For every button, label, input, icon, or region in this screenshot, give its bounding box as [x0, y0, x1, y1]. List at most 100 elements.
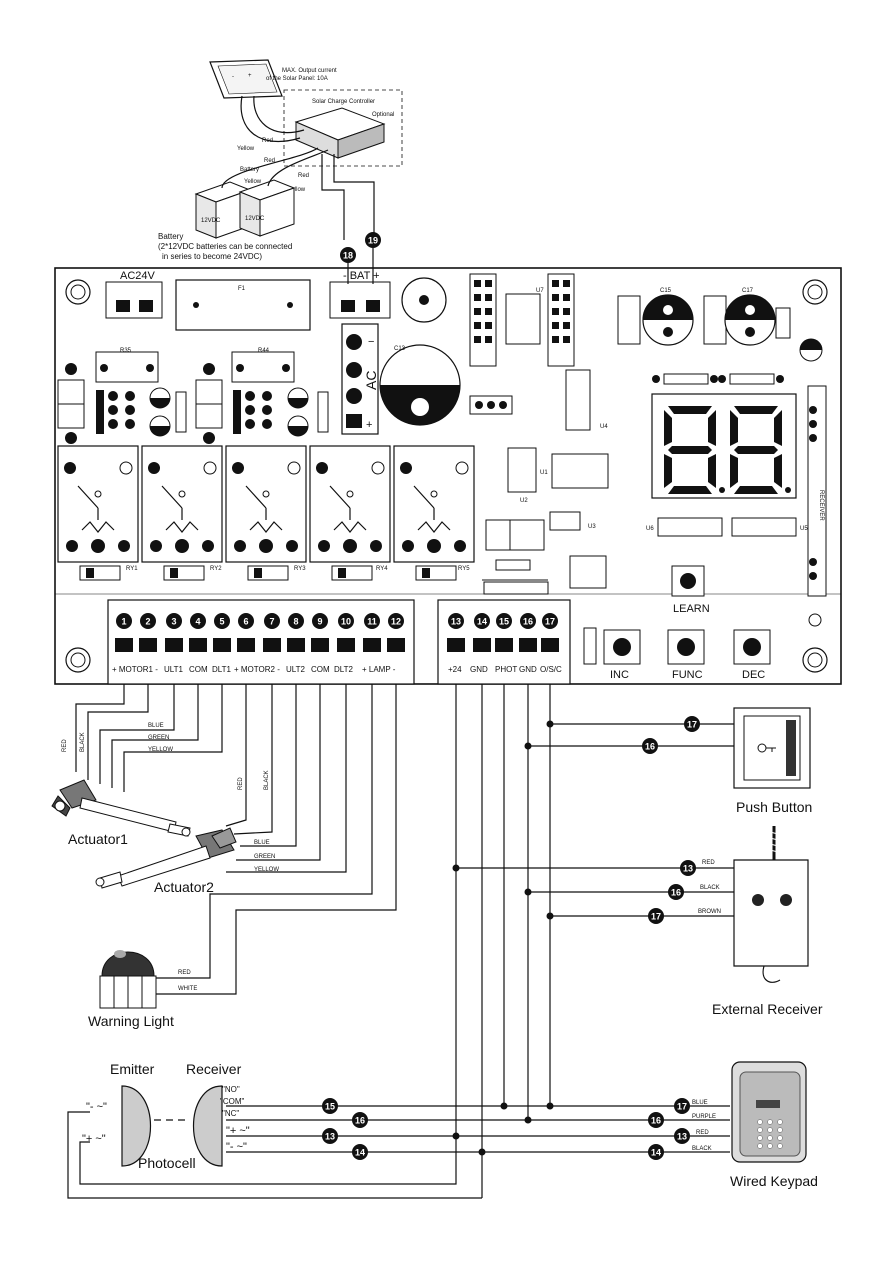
kp-badge-1-circle	[648, 1112, 664, 1128]
rx-badge-0-circle	[680, 860, 696, 876]
photocell-device	[121, 1085, 223, 1167]
warning-light-label: Warning Light	[88, 1013, 174, 1029]
photocell-label: Photocell	[138, 1155, 196, 1171]
svg-text:"+ ~": "+ ~"	[226, 1125, 250, 1137]
terminal-3-badge	[166, 613, 182, 629]
terminal-10-badge	[338, 613, 354, 629]
terminal-label-left-3: DLT1	[212, 665, 232, 674]
inc-button[interactable]: INC	[603, 629, 641, 681]
terminal-17-badge	[542, 613, 558, 629]
kp-badge-2-text: 13	[677, 1132, 687, 1142]
ac24v-label: AC24V	[120, 270, 156, 282]
terminal-6-screw[interactable]	[237, 638, 255, 652]
terminal-16-badge	[520, 613, 536, 629]
battery-note-1: Battery	[158, 232, 183, 241]
ph-badge-0-text: 15	[325, 1102, 335, 1112]
svg-text:WHITE: WHITE	[178, 986, 197, 992]
svg-text:F1: F1	[238, 286, 246, 292]
svg-text:Red: Red	[262, 138, 273, 144]
svg-text:C17: C17	[742, 288, 754, 294]
svg-text:Red: Red	[298, 173, 309, 179]
terminal-16-number: 16	[523, 617, 533, 627]
panel-note-2: of the Solar Panel: 10A	[266, 76, 328, 82]
svg-text:BLACK: BLACK	[692, 1146, 712, 1152]
external-receiver-label: External Receiver	[712, 1001, 823, 1017]
ph-badge-2-text: 13	[325, 1132, 335, 1142]
bat-label: - BAT +	[343, 270, 380, 282]
terminal-5-badge	[214, 613, 230, 629]
battery-note-2: (2*12VDC batteries can be connected	[158, 242, 292, 251]
terminal-9-number: 9	[317, 617, 322, 627]
ph-badge-3-circle	[352, 1144, 368, 1160]
svg-text:12VDC: 12VDC	[245, 216, 265, 222]
kp-badge-1-text: 16	[651, 1116, 661, 1126]
func-button[interactable]: FUNC	[667, 629, 705, 681]
learn-button[interactable]: LEARN	[671, 565, 710, 615]
rx-badge-1-circle	[668, 884, 684, 900]
terminal-17-screw[interactable]	[541, 638, 559, 652]
push-button-device[interactable]	[733, 707, 811, 789]
terminal-12-number: 12	[391, 617, 401, 627]
terminal-label-right-2: PHOT	[495, 665, 517, 674]
svg-text:GREEN: GREEN	[254, 854, 275, 860]
svg-text:RY2: RY2	[210, 566, 222, 572]
svg-text:−: −	[368, 336, 374, 348]
receiver-label: Receiver	[186, 1061, 242, 1077]
terminal-label-right-1: GND	[470, 665, 488, 674]
bat-terminal[interactable]	[329, 281, 391, 319]
terminal-1-screw[interactable]	[115, 638, 133, 652]
kp-badge-0-text: 17	[677, 1102, 687, 1112]
charge-controller-icon	[337, 123, 385, 159]
kp-badge-0-circle	[674, 1098, 690, 1114]
terminal-9-badge	[312, 613, 328, 629]
svg-text:"NO": "NO"	[222, 1085, 240, 1094]
svg-text:FUNC: FUNC	[672, 669, 703, 681]
svg-text:RY4: RY4	[376, 566, 388, 572]
svg-text:BLACK: BLACK	[700, 885, 720, 891]
terminal-13-screw[interactable]	[447, 638, 465, 652]
terminal-10-screw[interactable]	[337, 638, 355, 652]
terminal-4-number: 4	[195, 617, 200, 627]
battery-2-icon: 12VDC	[238, 179, 296, 237]
svg-text:DEC: DEC	[742, 669, 765, 681]
terminal-11-screw[interactable]	[363, 638, 381, 652]
bat-badges: 18 19	[340, 232, 381, 284]
svg-text:RED: RED	[178, 970, 191, 976]
svg-text:U1: U1	[540, 470, 548, 476]
ic-area: U7 U1 U2 U3 U4 U6 U5	[469, 273, 808, 595]
terminal-8-screw[interactable]	[287, 638, 305, 652]
kp-badge-3-circle	[648, 1144, 664, 1160]
terminal-16-screw[interactable]	[519, 638, 537, 652]
svg-text:RY1: RY1	[126, 566, 138, 572]
svg-text:U4: U4	[600, 424, 608, 430]
svg-text:U2: U2	[520, 498, 528, 504]
terminal-12-screw[interactable]	[387, 638, 405, 652]
terminal-15-screw[interactable]	[495, 638, 513, 652]
terminal-4-screw[interactable]	[189, 638, 207, 652]
svg-text:GREEN: GREEN	[148, 735, 169, 741]
ac24v-terminal[interactable]	[105, 281, 163, 319]
svg-text:Red: Red	[264, 158, 275, 164]
terminal-1-number: 1	[121, 617, 126, 627]
emitter-icon	[121, 1085, 151, 1167]
terminal-9-screw[interactable]	[311, 638, 329, 652]
svg-text:Yellow: Yellow	[237, 146, 255, 152]
terminal-3-number: 3	[171, 617, 176, 627]
svg-text:RED: RED	[238, 777, 244, 790]
terminal-7-screw[interactable]	[263, 638, 281, 652]
wired-keypad-device[interactable]	[731, 1061, 807, 1163]
svg-text:RED: RED	[62, 739, 68, 752]
terminal-3-screw[interactable]	[165, 638, 183, 652]
terminal-5-screw[interactable]	[213, 638, 231, 652]
external-receiver-device	[733, 826, 809, 983]
terminal-14-screw[interactable]	[473, 638, 491, 652]
seven-segment-display	[651, 393, 797, 499]
svg-text:BLUE: BLUE	[148, 723, 164, 729]
svg-text:BLUE: BLUE	[692, 1100, 708, 1106]
dec-button[interactable]: DEC	[733, 629, 771, 681]
receiver-icon	[193, 1085, 223, 1167]
terminal-15-badge	[496, 613, 512, 629]
terminal-2-screw[interactable]	[139, 638, 157, 652]
terminal-14-number: 14	[477, 617, 487, 627]
svg-text:19: 19	[368, 236, 378, 246]
